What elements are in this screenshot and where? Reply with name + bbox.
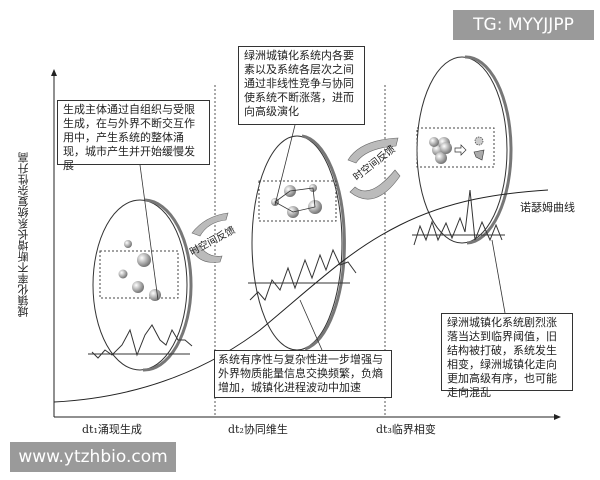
star-burst-icon bbox=[474, 136, 484, 146]
stage1-ellipse bbox=[88, 198, 193, 372]
note-stage3: 绿洲城镇化系统剧烈涨落当达到临界阈值，旧结构被打破，系统发生相变，绿洲城镇化走向… bbox=[441, 313, 573, 399]
feedback-arrows-2 bbox=[347, 137, 401, 200]
note-stage2-top: 绿洲城镇化系统内各要素以及系统各层次之间通过非线性竞争与协同使系统不断涨落，进而… bbox=[238, 46, 365, 125]
stage1-label: dt₁涌现生成 bbox=[82, 423, 142, 436]
watermark-bottom: www.ytzhbio.com bbox=[10, 442, 176, 472]
northam-curve bbox=[53, 189, 549, 403]
arrow-icon bbox=[454, 144, 467, 156]
stage2-label: dt₂协同维生 bbox=[228, 423, 288, 436]
stage3-ellipse bbox=[412, 55, 513, 246]
stage3-label: dt₃临界相变 bbox=[376, 423, 436, 436]
y-axis-label: 城镇化率不断增长系统复杂性升高 bbox=[17, 152, 30, 318]
curve-label: 诺瑟姆曲线 bbox=[520, 201, 575, 214]
note-stage1: 生成主体通过自组织与受限生成，在与外界不断交互作用中，产生系统的整体涌现，城市产… bbox=[57, 100, 210, 172]
feedback-arrows-1 bbox=[191, 212, 229, 263]
watermark-top: TG: MYYJJPP bbox=[453, 10, 594, 40]
stage2-ellipse bbox=[248, 134, 357, 351]
note-stage2-bottom: 系统有序性与复杂性进一步增强与外界物质能量信息交换频繁，负熵增加，城镇化进程波动… bbox=[214, 350, 392, 398]
